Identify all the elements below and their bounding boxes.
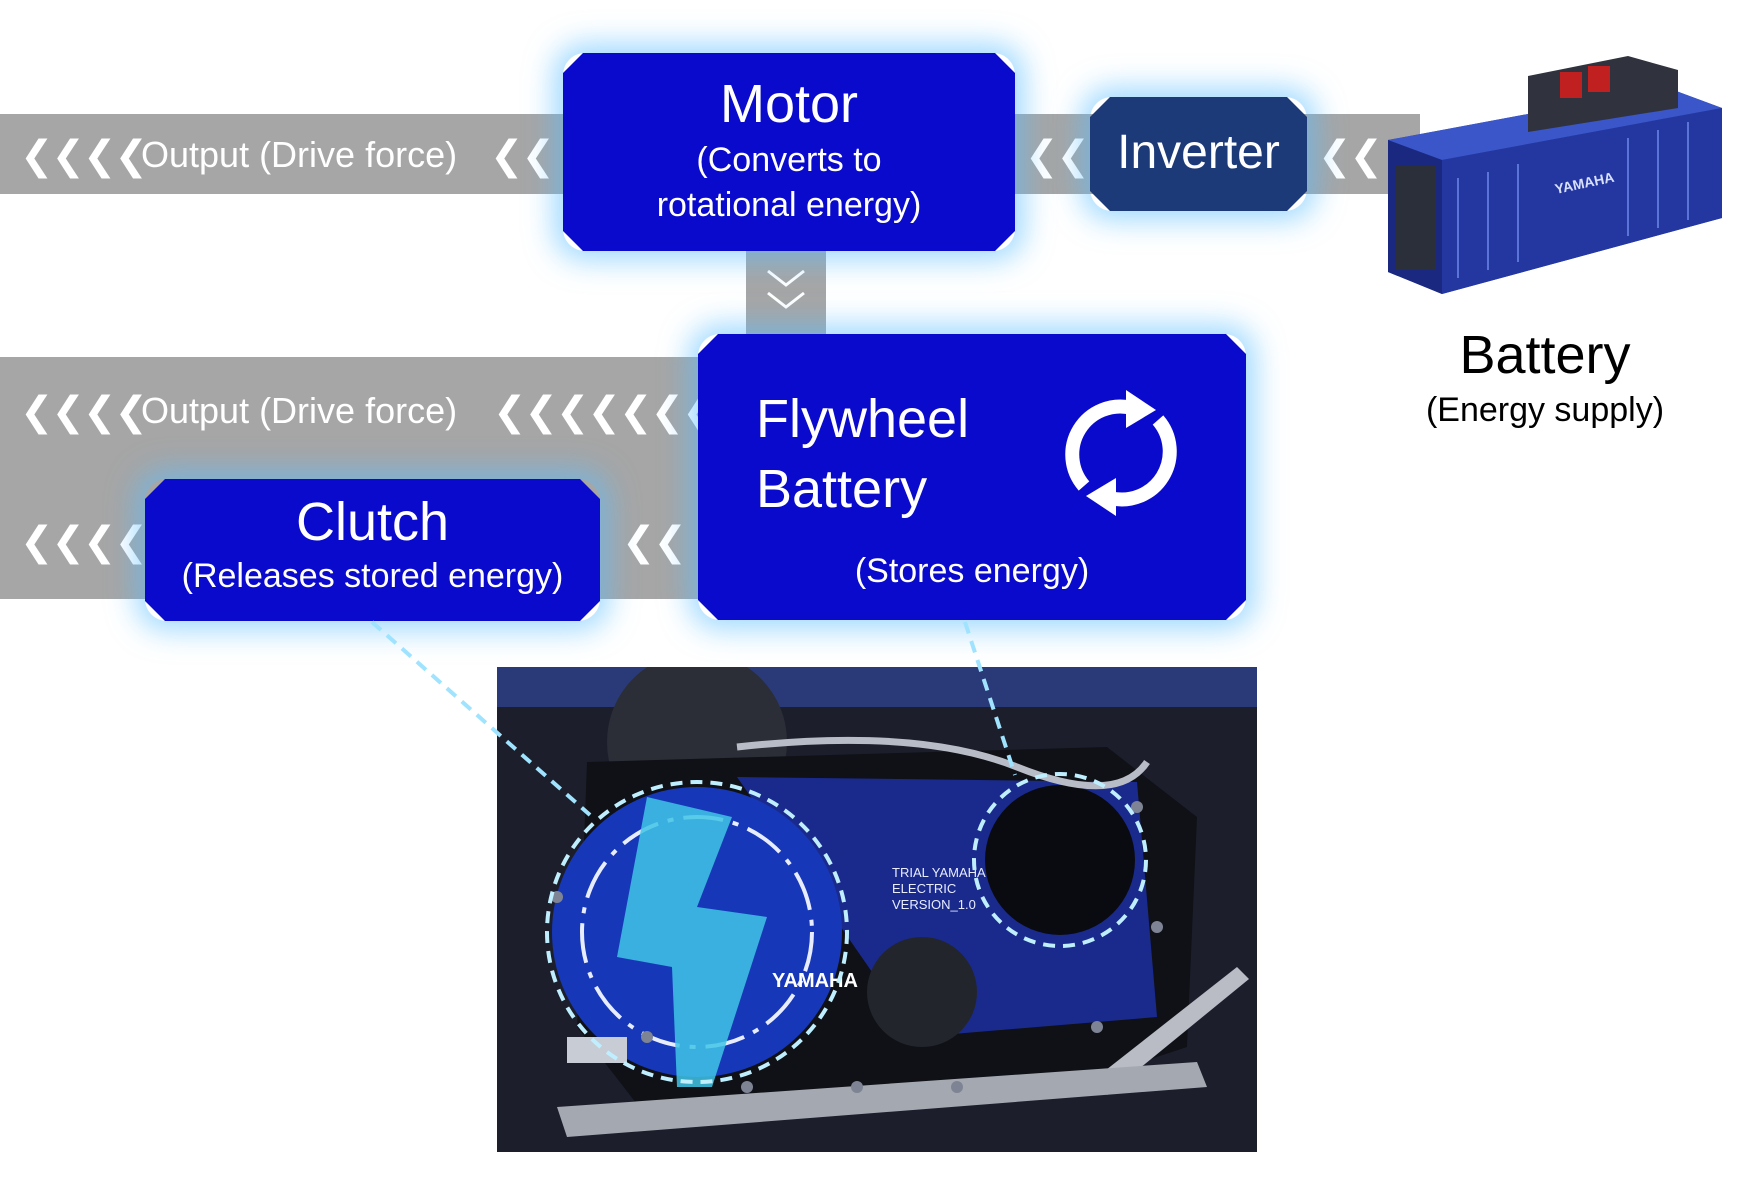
flywheel-title-line1: Flywheel (756, 389, 970, 449)
clutch-title: Clutch (295, 492, 450, 552)
flywheel-title-line2: Battery (756, 459, 928, 519)
chevrons-clutch-left: ❮❮❮❮ (20, 519, 148, 565)
battery-subtitle: (Energy supply) (1425, 391, 1665, 429)
inverter-box: Inverter (1090, 97, 1307, 211)
rotate-arrows-icon (1046, 378, 1196, 528)
clutch-leader-line (370, 620, 592, 817)
battery-title: Battery (1459, 325, 1631, 385)
motor-sub-line2: rotational energy) (656, 185, 922, 224)
chevron-down-icon (767, 269, 805, 309)
output-label-top: Output (Drive force) (141, 134, 458, 175)
motor-flywheel-connector (746, 250, 826, 334)
clutch-subtitle: (Releases stored energy) (181, 557, 564, 596)
chevrons-inverter-battery: ❮❮ (1318, 133, 1383, 179)
chevrons-top-right: ❮❮ (490, 133, 555, 179)
cover-text-2: ELECTRIC (892, 881, 956, 896)
output-label-mid: Output (Drive force) (141, 390, 458, 431)
engine-illustration: YAMAHA TRIAL YAMAHA ELECTRIC VERSION_1.0 (497, 667, 1257, 1152)
engine-photo: YAMAHA TRIAL YAMAHA ELECTRIC VERSION_1.0 (497, 667, 1257, 1152)
inverter-title: Inverter (1117, 126, 1280, 179)
cover-text-3: VERSION_1.0 (892, 897, 976, 912)
chevrons-mid-left: ❮❮❮❮ (20, 389, 148, 435)
chevrons-top-left: ❮❮❮❮ (20, 133, 148, 179)
clutch-box: Clutch (Releases stored energy) (145, 479, 600, 621)
flywheel-subtitle: (Stores energy) (854, 552, 1090, 590)
battery-pack-image: YAMAHA (1388, 56, 1722, 294)
motor-box: Motor (Converts to rotational energy) (563, 53, 1015, 251)
motor-sub-line1: (Converts to (696, 141, 882, 180)
chevrons-motor-inverter: ❮❮ (1025, 133, 1090, 179)
cover-brand: YAMAHA (772, 970, 858, 992)
cover-text-1: TRIAL YAMAHA (892, 865, 986, 880)
flywheel-box: Flywheel Battery (Stores energy) (698, 334, 1246, 620)
chevrons-clutch-right: ❮❮ (622, 519, 687, 565)
motor-title: Motor (719, 74, 859, 134)
flywheel-leader-line (963, 621, 1017, 776)
